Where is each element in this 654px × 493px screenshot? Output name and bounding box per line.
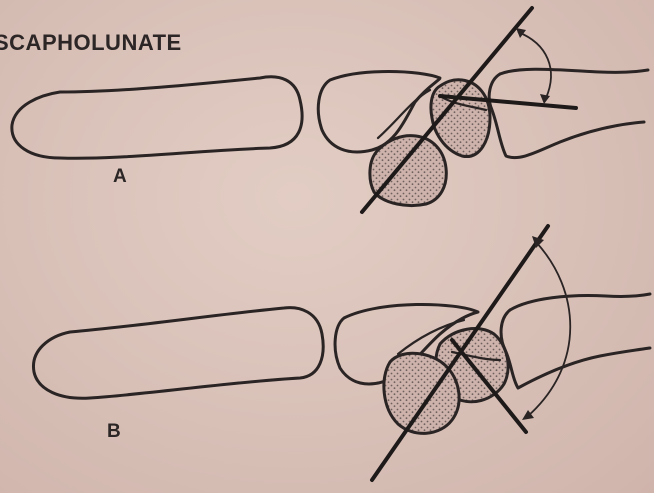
angle-arc-b (528, 242, 570, 416)
metacarpal-bone-b (501, 310, 650, 388)
radius-bone-a (12, 77, 302, 158)
radius-bone-b (33, 308, 323, 399)
arrowhead-a-bottom (540, 94, 550, 104)
metacarpal-bone-b-top (510, 294, 650, 310)
panel-label-b: B (107, 421, 121, 443)
angle-arc-a (518, 32, 551, 98)
panel-b-drawing (33, 226, 650, 480)
figure-title: SCAPHOLUNATE (0, 30, 182, 56)
arrowhead-a-top (516, 28, 526, 38)
metacarpal-bone-a-top (500, 69, 648, 74)
capitate-bone-a (370, 136, 446, 206)
metacarpal-bone-a (489, 74, 644, 158)
carpal-arc-a (378, 90, 430, 138)
panel-label-a: A (113, 166, 127, 188)
